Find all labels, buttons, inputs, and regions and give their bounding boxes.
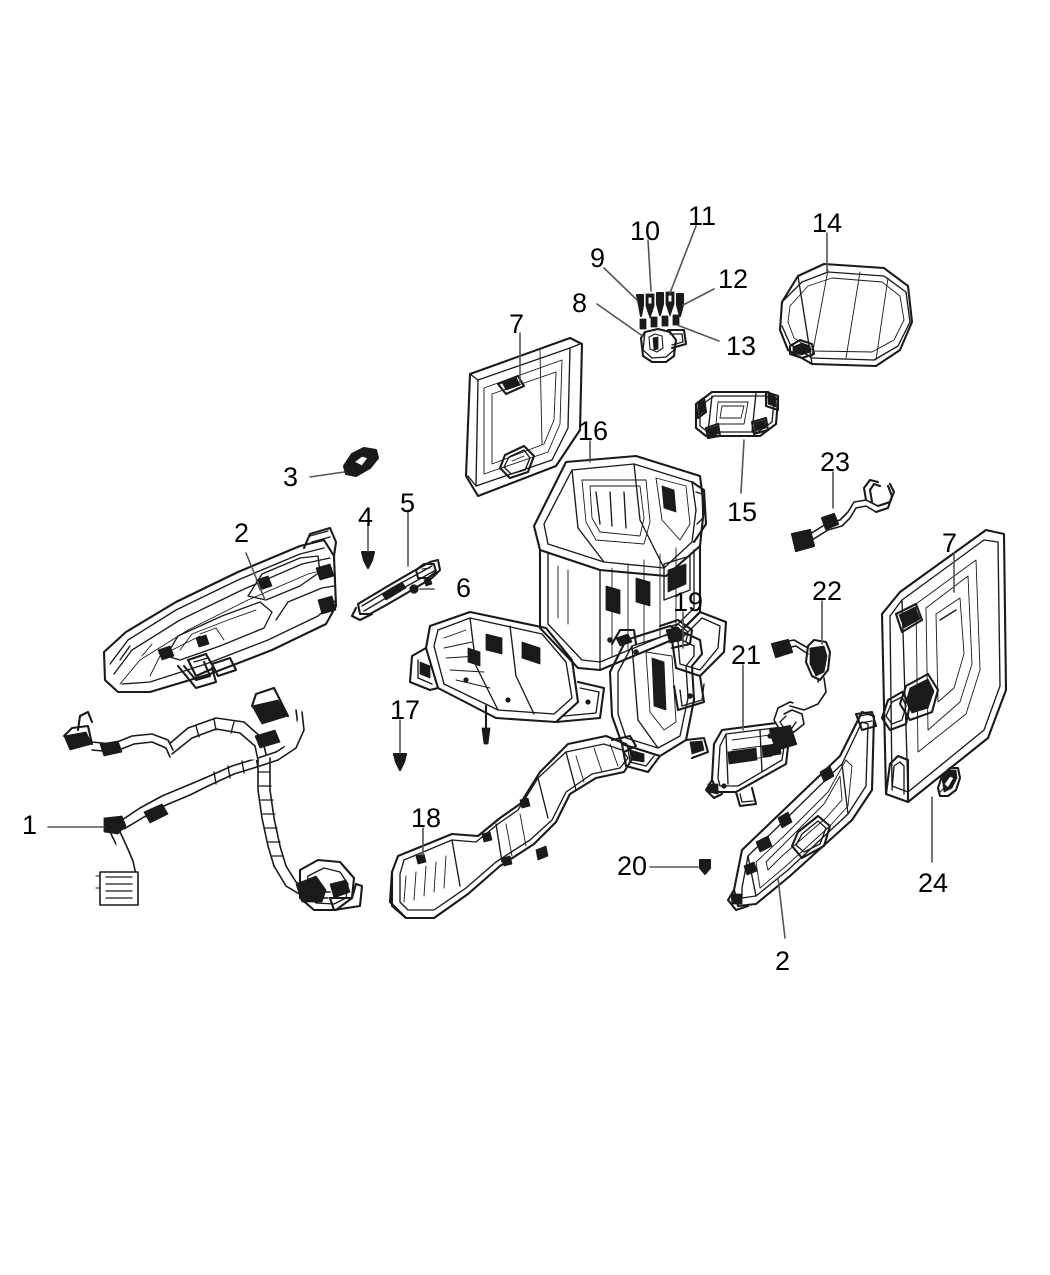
part-trim-cap-plug xyxy=(936,766,962,798)
part-terminal-pins xyxy=(635,291,685,319)
callout-2-console-side-panel-left: 2 xyxy=(234,518,250,548)
callout-3-retainer-clip: 3 xyxy=(283,462,299,492)
callout-23-antenna-cable: 23 xyxy=(820,447,851,477)
part-bracket-reinforcement xyxy=(350,558,442,622)
part-armrest-lid xyxy=(778,262,914,368)
part-air-duct xyxy=(388,734,638,920)
callout-18-air-duct: 18 xyxy=(411,803,442,833)
part-antenna-cable xyxy=(790,478,896,553)
part-latch-striker xyxy=(694,390,780,440)
callout-20-screw-lower: 20 xyxy=(617,851,648,881)
callout-8-power-outlet-socket: 8 xyxy=(572,288,588,318)
part-console-base-assembly xyxy=(408,454,728,745)
part-push-pin-fastener-lower xyxy=(392,752,408,772)
callout-10-terminal-pin-b: 10 xyxy=(630,216,661,246)
part-screw-lower xyxy=(698,858,712,876)
callout-1-wiring-harness: 1 xyxy=(22,810,38,840)
callout-17-push-pin-fastener-lower: 17 xyxy=(390,695,421,725)
callout-16-console-base-assembly: 16 xyxy=(578,416,609,446)
part-console-side-panel-left xyxy=(102,526,338,694)
callout-13-seal-cap: 13 xyxy=(726,331,757,361)
callout-15-latch-striker: 15 xyxy=(727,497,758,527)
callout-11-terminal-pin-c: 11 xyxy=(688,201,717,231)
part-seal-cap xyxy=(639,314,680,330)
part-console-trim-panel-upper xyxy=(464,336,584,498)
callout-6-screw: 6 xyxy=(456,573,472,603)
callout-12-terminal-pin-d: 12 xyxy=(718,264,749,294)
callout-21-slide-rail-bracket: 21 xyxy=(731,640,762,670)
leader-lines xyxy=(47,225,955,939)
callout-7-console-trim-panel-right: 7 xyxy=(942,528,958,558)
part-retainer-clip xyxy=(342,446,380,478)
part-wiring-harness xyxy=(62,686,364,912)
part-console-side-panel-right xyxy=(726,710,878,912)
callout-5-bracket-reinforcement: 5 xyxy=(400,488,416,518)
callout-9-terminal-pin-a: 9 xyxy=(590,243,606,273)
callout-14-armrest-lid: 14 xyxy=(812,208,843,238)
callout-19-cup-holder-insert: 19 xyxy=(673,587,704,617)
callout-4-push-pin-fastener: 4 xyxy=(358,502,374,532)
part-cup-holder-insert xyxy=(608,618,710,774)
callout-7-console-trim-panel-upper: 7 xyxy=(509,309,525,339)
part-console-trim-panel-right xyxy=(880,528,1008,804)
callout-24-trim-cap-plug: 24 xyxy=(918,868,949,898)
part-screw-upper xyxy=(409,584,419,594)
part-power-outlet-socket xyxy=(639,327,688,364)
callout-22-switch-wiring-jumper: 22 xyxy=(812,576,843,606)
callout-2-console-side-panel-right: 2 xyxy=(775,946,791,976)
part-switch-wiring-jumper xyxy=(768,638,832,752)
part-push-pin-fastener xyxy=(360,550,376,570)
